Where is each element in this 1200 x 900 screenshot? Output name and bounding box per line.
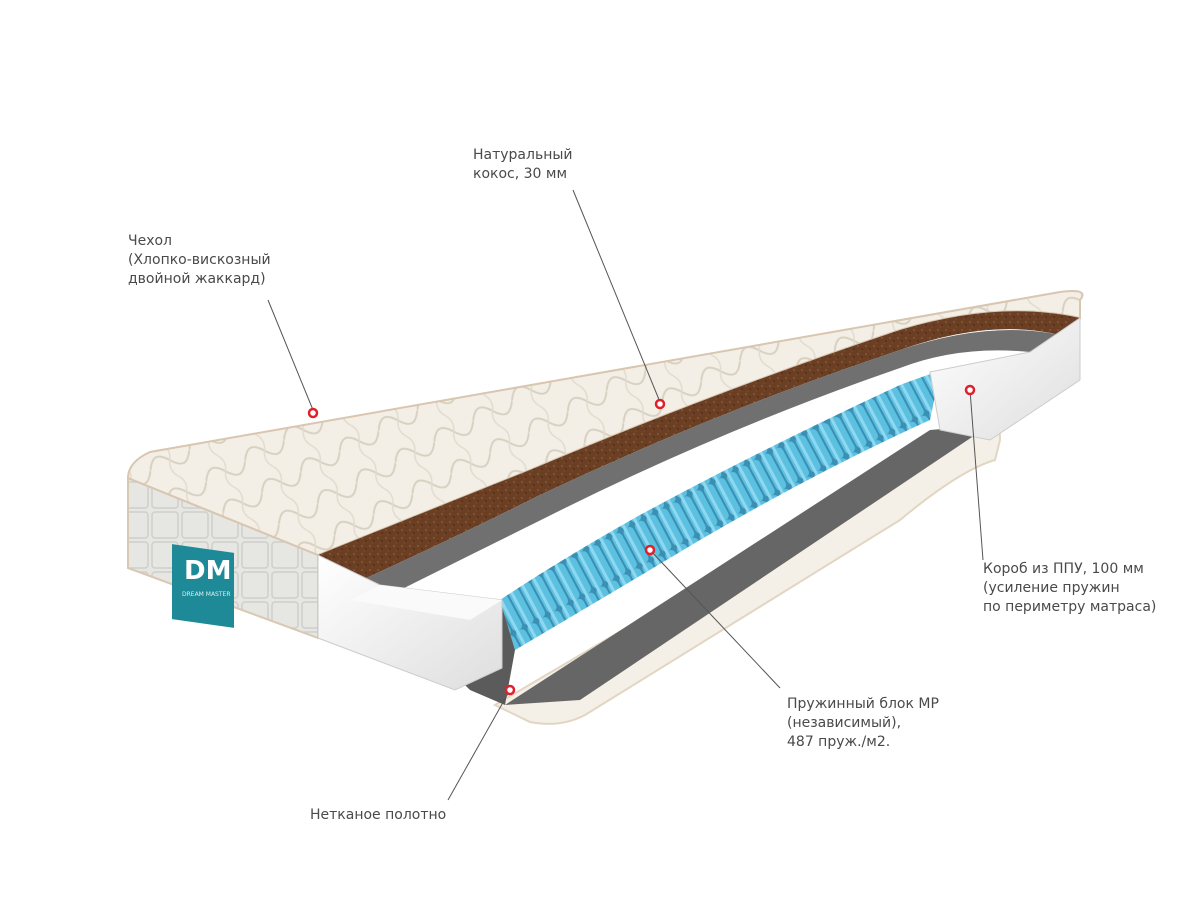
leader-spring-block [649,549,781,689]
brand-logo: DM DREAM MASTER [172,544,234,628]
label-spring-block-line2: (независимый), [787,715,902,731]
label-coconut-line2: кокос, 30 мм [473,166,568,182]
leader-coconut [572,189,661,403]
leader-foam-frame [969,389,984,561]
label-cover-line1: Чехол [128,233,173,249]
label-foam-frame: Короб из ППУ, 100 мм (усиление пружин по… [983,560,1156,617]
label-coconut: Натуральный кокос, 30 мм [473,146,573,184]
foam-block-left-top [350,585,502,620]
svg-text:DM: DM [184,556,231,586]
label-foam-frame-line2: (усиление пружин [983,580,1120,596]
marker-nonwoven [504,684,516,696]
markers [307,384,976,696]
label-cover-line3: двойной жаккард) [128,271,266,287]
marker-foam-frame [964,384,976,396]
marker-cover [307,407,319,419]
label-spring-block-line3: 487 пруж./м2. [787,734,891,750]
bottom-felt-strip [505,425,990,705]
svg-text:DREAM MASTER: DREAM MASTER [182,591,230,598]
leader-nonwoven [447,689,511,801]
marker-spring-block [644,544,656,556]
marker-coconut [654,398,666,410]
label-nonwoven: Нетканое полотно [310,806,446,825]
leader-lines [267,189,984,801]
label-spring-block: Пружинный блок MP (независимый), 487 пру… [787,695,939,752]
label-foam-frame-line3: по периметру матраса) [983,599,1157,615]
foam-block-right [929,317,1081,441]
label-spring-block-line1: Пружинный блок MP [787,696,939,712]
label-foam-frame-line1: Короб из ППУ, 100 мм [983,561,1144,577]
label-nonwoven-line1: Нетканое полотно [310,807,447,823]
spring-block [500,371,940,650]
label-coconut-line1: Натуральный [473,147,573,163]
label-cover-line2: (Хлопко-вискозный [128,252,271,268]
leader-cover [267,299,314,411]
felt-layer [318,330,1060,600]
label-cover: Чехол (Хлопко-вискозный двойной жаккард) [128,232,271,289]
